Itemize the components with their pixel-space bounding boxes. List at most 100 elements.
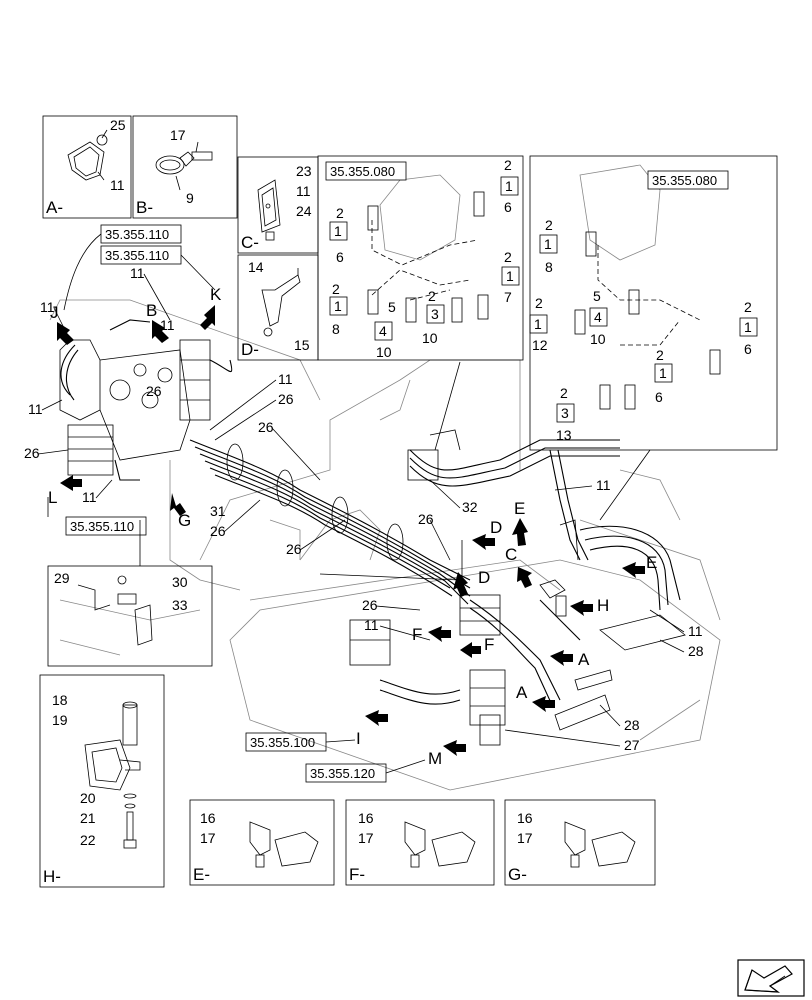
callout-m11d: 11 (28, 401, 43, 417)
callout-e16: 16 (200, 810, 216, 826)
arrow-letter-f2: F (484, 635, 494, 654)
fittings-panel-1 (367, 191, 489, 323)
callout-c23: 23 (296, 163, 312, 179)
callout-m32: 32 (462, 499, 478, 515)
callout-p1-8: 8 (332, 321, 340, 337)
arrow-A1 (550, 650, 573, 666)
callout-m11i: 11 (688, 623, 703, 639)
callout-p2-2e: 2 (560, 385, 568, 401)
arrow-F2 (460, 642, 481, 658)
callout-h19: 19 (52, 712, 68, 728)
arrow-letter-d2: D (478, 568, 490, 587)
callout-m26a: 26 (146, 383, 162, 399)
arrow-letter-d1: D (490, 518, 502, 537)
callout-m11c: 11 (160, 317, 175, 333)
view-label-d: D- (241, 340, 259, 359)
fittings-panel-2 (574, 231, 721, 410)
callout-p1-2d: 2 (504, 249, 512, 265)
callout-p2-1c: 1 (744, 319, 752, 335)
arrow-letter-i: I (356, 729, 361, 748)
callout-p2-1d: 1 (659, 365, 667, 381)
callout-m26h: 26 (362, 597, 378, 613)
ref-label-left-3: 35.355.110 (70, 519, 134, 534)
view-detail-box (47, 520, 213, 667)
callout-p2-12: 12 (532, 337, 548, 353)
callout-p2-2b: 2 (535, 295, 543, 311)
callout-g16: 16 (517, 810, 533, 826)
callout-m11h: 11 (596, 477, 611, 493)
callout-p2-1b: 1 (534, 316, 542, 332)
leader-lines (37, 273, 685, 747)
callout-p1-3: 3 (431, 306, 439, 322)
ref-label-left-1: 35.355.110 (105, 227, 169, 242)
callout-m26f: 26 (418, 511, 434, 527)
arrow-letter-c: C (505, 545, 517, 564)
callout-p2-2a: 2 (545, 217, 553, 233)
view-label-e: E- (193, 865, 210, 884)
nav-arrow-icon[interactable] (737, 959, 805, 997)
callout-p1-4: 4 (379, 323, 387, 339)
callout-p1-2c: 2 (332, 281, 340, 297)
view-a-box (42, 115, 132, 219)
arrow-letter-g: G (178, 511, 191, 530)
callout-m11e: 11 (278, 371, 293, 387)
callout-p1-2b: 2 (504, 157, 512, 173)
arrow-K (200, 305, 215, 330)
callout-p1-10a: 10 (376, 344, 392, 360)
arrow-G (170, 493, 186, 516)
arrow-M (443, 740, 466, 756)
view-label-f: F- (349, 865, 365, 884)
arrow-D2 (453, 572, 468, 597)
callout-m11b: 11 (40, 299, 55, 315)
callout-h22: 22 (80, 832, 96, 848)
callout-h18: 18 (52, 692, 68, 708)
arrow-letter-l: L (48, 488, 57, 507)
ref-label-left-2: 35.355.110 (105, 248, 169, 263)
central-valve-block (349, 429, 579, 746)
callout-p1-2a: 2 (336, 205, 344, 221)
callout-f16: 16 (358, 810, 374, 826)
callout-p2-8: 8 (545, 259, 553, 275)
arrow-A2 (532, 696, 555, 712)
callout-numbers: 25 11 17 9 23 11 24 14 15 18 19 20 21 22… (24, 117, 752, 848)
num-boxes-panel-2 (529, 234, 758, 423)
panel-pointer-lines (319, 361, 651, 581)
callout-m29: 29 (54, 570, 70, 586)
arrow-letter-f1: F (412, 625, 422, 644)
callout-m26d: 26 (258, 419, 274, 435)
view-f-box (345, 799, 495, 886)
callout-p1-7: 7 (504, 289, 512, 305)
view-label-c: C- (241, 233, 259, 252)
callout-p2-6a: 6 (744, 341, 752, 357)
callout-b17: 17 (170, 127, 186, 143)
arrow-letter-k: K (210, 285, 222, 304)
callout-p2-10: 10 (590, 331, 606, 347)
detail-panel-2 (529, 155, 778, 451)
callout-h21: 21 (80, 810, 96, 826)
floor-plates (554, 614, 686, 731)
callout-d14: 14 (248, 259, 264, 275)
callout-p2-3: 3 (561, 405, 569, 421)
arrow-letter-a2: A (516, 683, 528, 702)
ref-label-panel-2: 35.355.080 (652, 173, 717, 188)
left-valve-cluster (59, 319, 233, 481)
view-h-box (39, 674, 165, 888)
callout-p2-6b: 6 (655, 389, 663, 405)
view-g-box (504, 799, 656, 886)
callout-a11: 11 (110, 177, 125, 193)
ref-label-bottom-2: 35.355.120 (310, 766, 375, 781)
view-label-b: B- (136, 198, 153, 217)
arrow-letter-j: J (50, 303, 59, 322)
arrow-D1 (472, 534, 495, 550)
callout-p1-1b: 1 (505, 178, 513, 194)
arrow-letter-h: H (597, 596, 609, 615)
callout-p1-1d: 1 (506, 268, 514, 284)
ref-label-panel-1: 35.355.080 (330, 164, 395, 179)
callout-p2-4: 4 (594, 309, 602, 325)
callout-m31: 31 (210, 503, 226, 519)
arrow-letter-b: B (146, 301, 157, 320)
ref-boxes-left (47, 224, 426, 783)
machine-body-outline (49, 299, 721, 791)
callout-m28a: 28 (688, 643, 704, 659)
arrow-J (57, 322, 74, 345)
